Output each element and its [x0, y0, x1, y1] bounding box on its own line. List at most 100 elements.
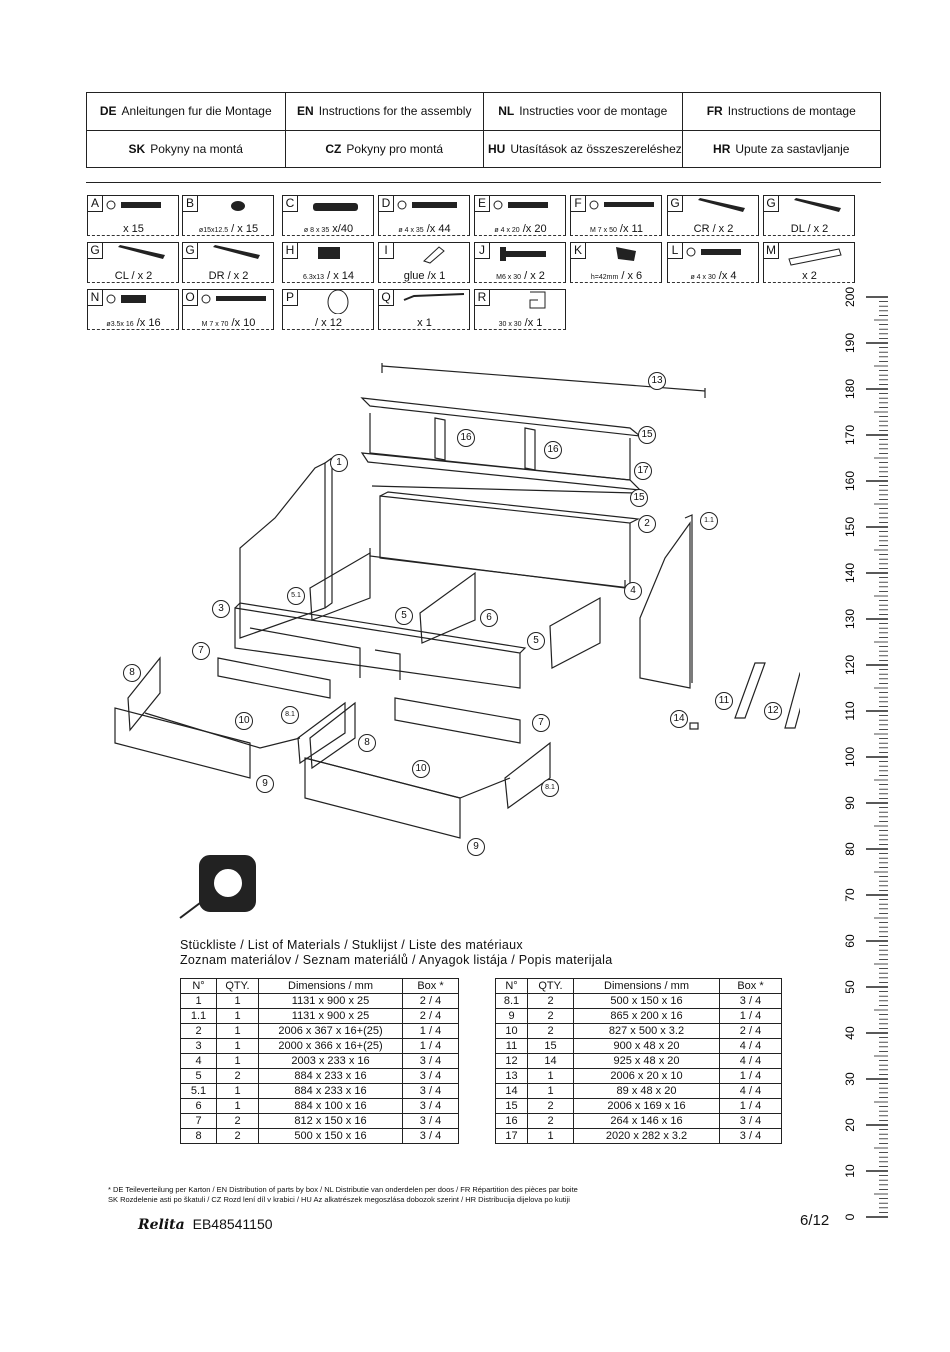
col-box: Box *: [402, 978, 459, 994]
hardware-qty-value: / x 14: [324, 270, 354, 282]
hardware-box: [182, 242, 274, 283]
table-cell: 1131 x 900 x 25: [258, 1008, 403, 1024]
table-cell: 1: [216, 1083, 259, 1099]
table-cell: 4 / 4: [719, 1083, 782, 1099]
table-cell: 2003 x 233 x 16: [258, 1053, 403, 1069]
table-cell: 1: [216, 1053, 259, 1069]
hardware-item-i: I glue /x 1: [378, 242, 471, 284]
hardware-letter: H: [282, 242, 298, 259]
ruler-label: 200: [843, 287, 857, 307]
table-cell: 884 x 233 x 16: [258, 1083, 403, 1099]
hardware-qty: ø15x12.5 / x 15: [184, 223, 273, 235]
table-cell: 1: [216, 1038, 259, 1054]
ruler-label: 110: [843, 701, 857, 720]
hardware-qty-value: glue /x 1: [403, 270, 446, 282]
table-cell: 17: [495, 1128, 528, 1144]
table-cell: 4 / 4: [719, 1053, 782, 1069]
hardware-qty-value: /x 10: [228, 317, 256, 329]
ruler-label: 80: [843, 842, 857, 856]
callout-part-8-1: 8.1: [281, 706, 299, 724]
table-cell: 1.1: [180, 1008, 217, 1024]
table-cell: 1: [216, 1008, 259, 1024]
col-no: N°: [180, 978, 217, 994]
hardware-qty: 6.3x13 / x 14: [284, 270, 373, 282]
hardware-box: [378, 289, 470, 330]
hardware-qty-value: / x 12: [315, 317, 342, 329]
table-cell: 1 / 4: [719, 1008, 782, 1024]
hardware-box: [667, 242, 759, 283]
hardware-spec: M 7 x 70: [201, 321, 229, 328]
table-cell: 12: [495, 1053, 528, 1069]
hardware-box: [474, 242, 566, 283]
hardware-box: [763, 242, 855, 283]
hardware-qty-value: /x 4: [715, 270, 737, 282]
hardware-letter: I: [378, 242, 394, 259]
table-cell: 3 / 4: [402, 1128, 459, 1144]
hardware-spec: ø15x12.5: [198, 227, 229, 234]
hardware-spec: ø 8 x 35: [303, 227, 330, 234]
hardware-letter: M: [763, 242, 779, 259]
callout-part-8: 8: [123, 664, 141, 682]
hardware-qty: DL / x 2: [765, 223, 854, 235]
hardware-spec: h=42mm: [590, 274, 619, 281]
hardware-qty-value: / x 6: [618, 270, 643, 282]
table-cell: 10: [495, 1023, 528, 1039]
table-cell: 2 / 4: [719, 1023, 782, 1039]
hardware-spec: ø 4 x 35: [398, 227, 424, 234]
table-cell: 1 / 4: [719, 1098, 782, 1114]
table-cell: 2: [216, 1113, 259, 1129]
callout-part-16: 16: [457, 429, 475, 447]
hardware-e-icon: [493, 200, 548, 210]
table-cell: 865 x 200 x 16: [573, 1008, 720, 1024]
table-cell: 89 x 48 x 20: [573, 1083, 720, 1099]
hardware-letter: G: [667, 195, 683, 212]
table-cell: 1 / 4: [719, 1068, 782, 1084]
hardware-m-icon: [788, 248, 842, 266]
table-cell: 3 / 4: [402, 1083, 459, 1099]
table-cell: 3 / 4: [719, 1113, 782, 1129]
table-header-row: N° QTY. Dimensions / mm Box *: [180, 978, 459, 994]
ruler-label: 140: [843, 563, 857, 583]
table-cell: 4 / 4: [719, 1038, 782, 1054]
hardware-letter: Q: [378, 289, 394, 306]
tape-measure-icon: [179, 855, 256, 919]
table-cell: 16: [495, 1113, 528, 1129]
hardware-letter: G: [763, 195, 779, 212]
hardware-qty: M 7 x 50 /x 11: [572, 223, 661, 235]
table-cell: 2: [180, 1023, 217, 1039]
table-cell: 827 x 500 x 3.2: [573, 1023, 720, 1039]
table-cell: 1: [216, 1098, 259, 1114]
ruler-label: 180: [843, 379, 857, 399]
ruler-label: 40: [843, 1026, 857, 1040]
hardware-letter: B: [182, 195, 198, 212]
table-cell: 2006 x 20 x 10: [573, 1068, 720, 1084]
table-cell: 2 / 4: [402, 993, 459, 1009]
hardware-g-icon: [698, 198, 745, 212]
callout-part-5: 5: [395, 607, 413, 625]
hardware-g-icon: [794, 198, 841, 212]
hardware-qty: ø 4 x 20 /x 20: [476, 223, 565, 235]
drawer-right: [304, 697, 551, 839]
hardware-item-h: H 6.3x13 / x 14: [282, 242, 375, 284]
hardware-qty-value: CR / x 2: [693, 223, 734, 235]
table-cell: 1 / 4: [402, 1038, 459, 1054]
hardware-qty: ø 4 x 30 /x 4: [669, 270, 758, 282]
table-cell: 2: [527, 1008, 574, 1024]
table-cell: 5: [180, 1068, 217, 1084]
hardware-qty-value: x 15: [123, 223, 144, 235]
table-cell: 925 x 48 x 20: [573, 1053, 720, 1069]
callout-part-7: 7: [532, 714, 550, 732]
hardware-letter: G: [87, 242, 103, 259]
hardware-box: [282, 195, 374, 236]
hardware-letter: F: [570, 195, 586, 212]
hardware-box: [182, 289, 274, 330]
brand-code: Relita EB48541150: [138, 1216, 273, 1233]
